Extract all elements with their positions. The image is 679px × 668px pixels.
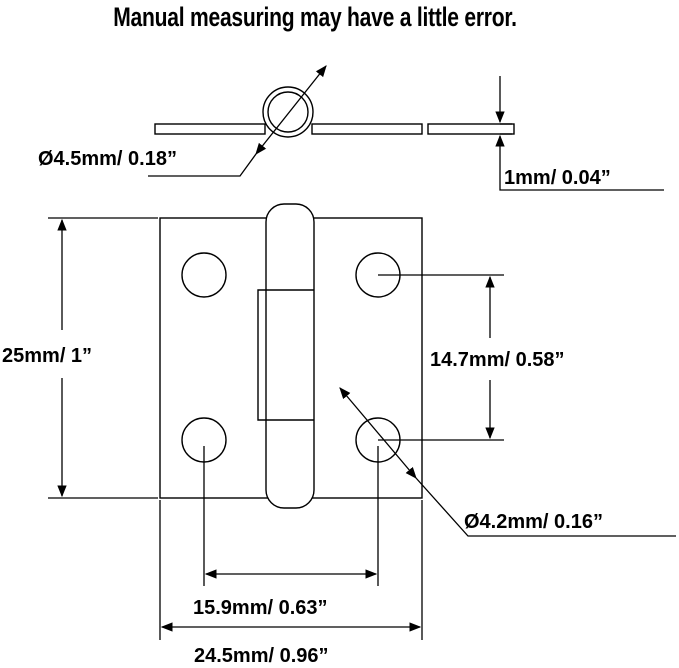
thickness-label: 1mm/ 0.04” [504,167,611,189]
front-view [159,203,423,509]
width-label: 24.5mm/ 0.96” [194,645,329,667]
side-view-leaf-end [427,123,515,135]
height-label: 25mm/ 1” [2,345,92,367]
thickness-dimension [495,76,664,191]
note-title: Manual measuring may have a little error… [113,2,517,32]
side-view-leaf-left [154,123,266,135]
hole-diameter-label: Ø4.2mm/ 0.16” [464,511,603,533]
side-view [154,86,515,138]
hole-spacing-horizontal-label: 15.9mm/ 0.63” [193,597,328,619]
pin-diameter-leader [148,65,327,177]
hinge-knuckle [265,203,315,509]
hole-spacing-vertical-label: 14.7mm/ 0.58” [430,349,565,371]
width-dimension [159,500,423,640]
hole-top-left [181,252,227,298]
hole-spacing-horizontal-dimension [203,446,379,586]
side-view-knuckle-outer [262,86,314,138]
knuckle-joint-top [257,289,266,421]
hole-diameter-leader [339,387,676,537]
height-dimension [48,217,158,499]
side-view-leaf-right [311,123,423,135]
pin-diameter-label: Ø4.5mm/ 0.18” [38,148,177,170]
